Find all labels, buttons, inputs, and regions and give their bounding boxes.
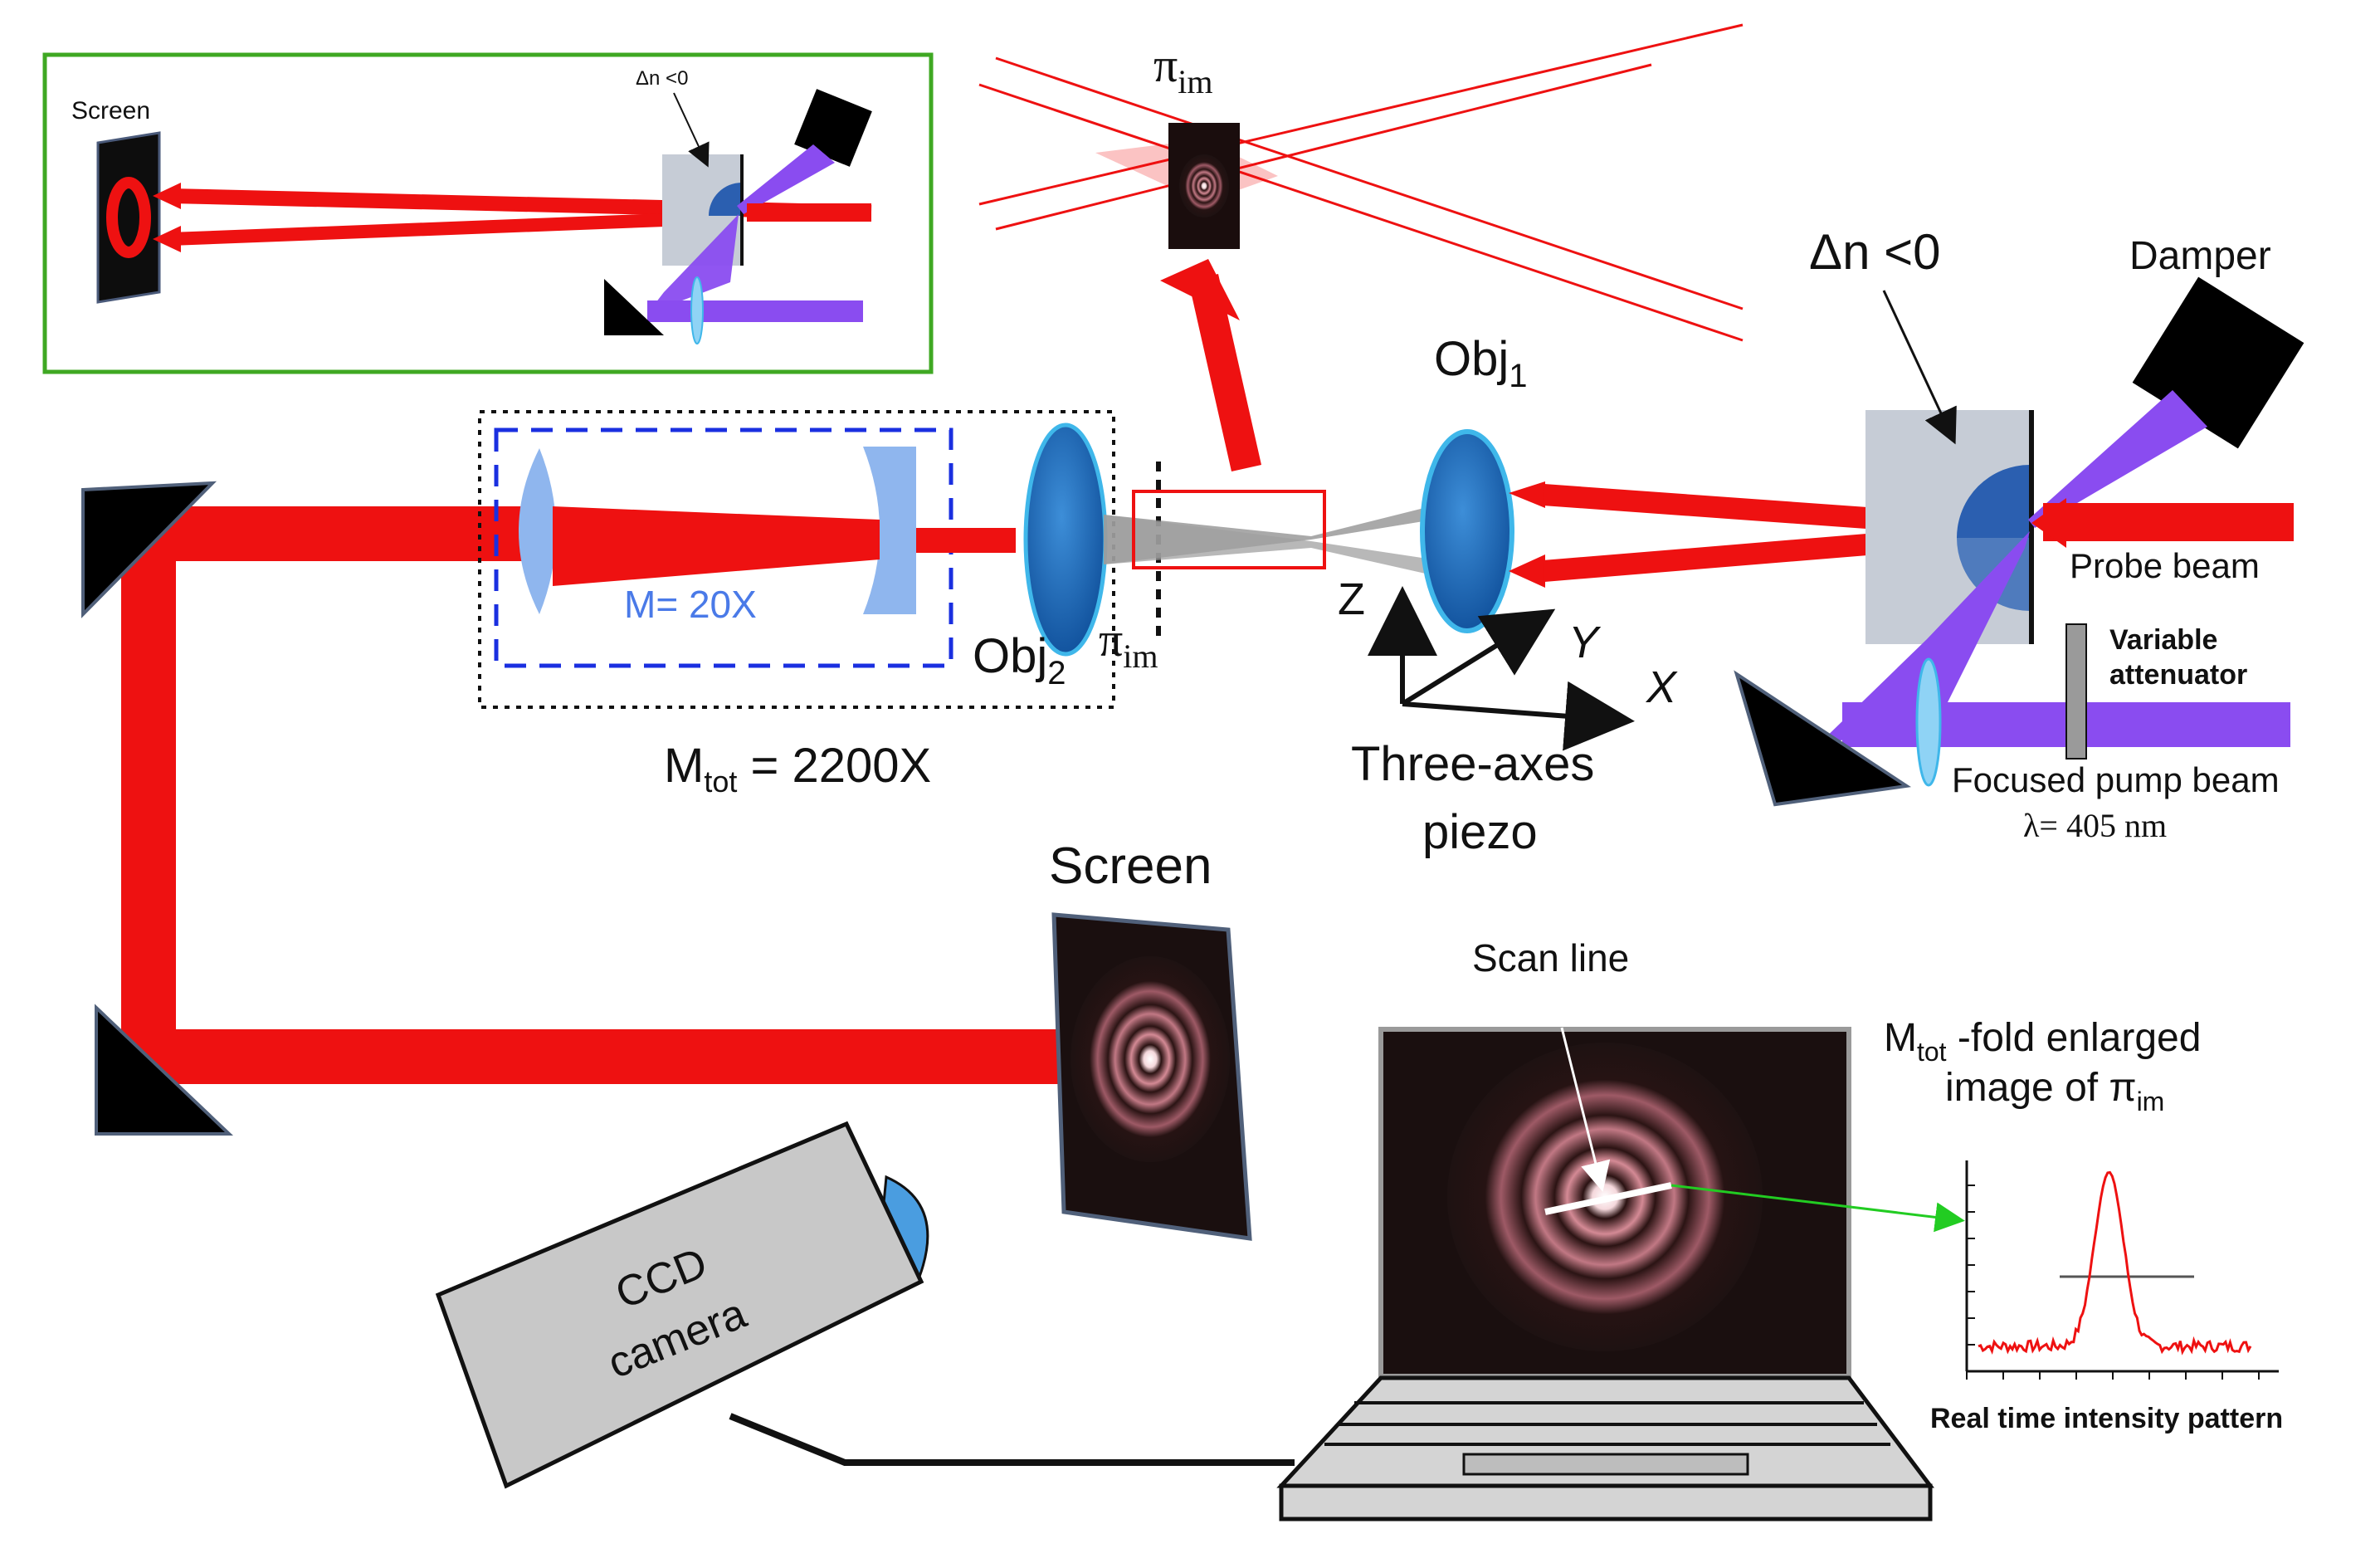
pump-mirror <box>1734 670 1911 807</box>
objective-1-lens <box>1420 429 1514 633</box>
axis-x-label: X <box>1645 662 1678 712</box>
inset-lens-half <box>709 183 742 216</box>
piezo-axes: Z Y X Three-axes piezo <box>1338 574 1678 859</box>
main-beam-path: M= 20X Obj2 πim Obj1 <box>81 332 2030 1136</box>
damper-label: Damper <box>2129 234 2271 278</box>
piezo-label-2: piezo <box>1422 805 1538 859</box>
inset-screen-label: Screen <box>71 97 150 125</box>
inset-pump-beam <box>647 300 863 322</box>
sample-lens-upper <box>1957 465 2030 538</box>
wavelength-label: λ= 405 nm <box>2023 807 2167 844</box>
inset-pump-to-damper <box>737 144 835 214</box>
pi-im-arrow-head <box>1160 259 1240 320</box>
focused-pump-label: Focused pump beam <box>1952 760 2280 799</box>
inset-screen <box>96 131 161 304</box>
axis-y-line <box>1401 608 1556 706</box>
scan-line-label: Scan line <box>1472 936 1629 979</box>
axis-x-line <box>1402 681 1635 751</box>
intensity-profile-curve <box>1978 1170 2252 1356</box>
focus-cone-gray-2 <box>1104 515 1444 578</box>
objective-1-label: Obj1 <box>1434 332 1528 394</box>
objective-2-lens <box>1023 423 1108 657</box>
mtot-label: Mtot = 2200X <box>664 739 931 799</box>
scan-line-pointer <box>1560 1027 1611 1192</box>
main-screen: Screen <box>1049 838 1252 1241</box>
pump-lens <box>1915 657 1942 787</box>
inset-pump-focus <box>647 214 739 314</box>
beam-bottom-horizontal <box>121 1029 1117 1084</box>
laptop-front-edge <box>1279 1483 1933 1522</box>
zoom-ray-3 <box>995 63 1652 231</box>
axis-z-label: Z <box>1338 574 1365 624</box>
variable-attenuator <box>2065 623 2087 760</box>
plot-x-ticks <box>1966 1371 2260 1380</box>
variable-attenuator-label-2: attenuator <box>2109 659 2247 691</box>
probe-input-beam <box>2043 503 2294 541</box>
ccd-camera: CCD camera <box>435 1121 1295 1489</box>
inset-dn-pointer <box>673 92 710 168</box>
axis-y-label: Y <box>1568 618 1602 667</box>
probe-arrowhead-upper <box>1509 481 1545 508</box>
inset-panel: Screen Δn <0 <box>42 52 934 374</box>
pi-im-mid-label: πim <box>1099 613 1158 675</box>
intensity-caption: Real time intensity pattern <box>1930 1403 2283 1434</box>
inset-ring <box>106 177 151 258</box>
screen-ring-pattern <box>1071 956 1230 1162</box>
dn-main-label: Δn <0 <box>1809 224 1941 280</box>
probe-input-arrowhead <box>2031 498 2066 548</box>
enlarged-label-2: image of πim <box>1945 1066 2164 1116</box>
laptop: Scan line <box>1276 936 1965 1522</box>
pi-im-top-label: πim <box>1153 38 1213 100</box>
objective-2-label: Obj2 <box>973 629 1066 691</box>
laptop-touchpad <box>1462 1453 1749 1476</box>
enlarged-label-1: Mtot -fold enlarged <box>1884 1016 2201 1067</box>
inset-arrowhead-upper <box>153 183 181 209</box>
plot-y-ticks <box>1967 1185 1975 1372</box>
magnification-label: M= 20X <box>624 583 757 626</box>
pi-im-arrow-shaft <box>1188 274 1261 471</box>
beam-vertical-left <box>121 506 176 1071</box>
inset-probe-beam-lower <box>169 211 731 246</box>
camera-body <box>435 1121 924 1489</box>
zoom-region-box <box>1132 490 1326 569</box>
dn-main-pointer <box>1882 290 1957 445</box>
zoom-ray-1 <box>978 83 1744 342</box>
mirror-bottom-left <box>95 1004 234 1136</box>
intensity-plot: Mtot -fold enlarged image of πim Real ti… <box>1884 1016 2283 1434</box>
inset-pump-lens <box>690 276 704 344</box>
zoom-ray-4 <box>995 56 1744 310</box>
inset-mirror <box>604 279 664 335</box>
sample-assembly: Δn <0 Damper Probe beam Variable attenua… <box>1734 224 2304 844</box>
telescope-lens-concave <box>863 447 916 614</box>
inset-arrowhead-lower <box>153 226 181 252</box>
image-plane-zoom: πim <box>978 23 1744 471</box>
piezo-label-1: Three-axes <box>1351 737 1594 791</box>
beam-top-horizontal <box>121 506 553 561</box>
probe-arrowhead-lower <box>1509 554 1545 588</box>
telescope-beam-cone <box>553 506 880 586</box>
inset-dn-label: Δn <0 <box>636 67 688 90</box>
zoom-ray-2 <box>978 23 1744 206</box>
laptop-scan-line <box>1544 1182 1672 1215</box>
screen-main-label: Screen <box>1049 838 1212 895</box>
beam-obj2-input <box>916 528 1016 553</box>
pi-im-top-rings <box>1179 154 1229 217</box>
camera-cable <box>729 1413 1295 1466</box>
telescope-lens-convex <box>519 448 556 614</box>
mirror-top-left <box>81 481 217 618</box>
variable-attenuator-label-1: Variable <box>2109 624 2217 656</box>
probe-beam-label: Probe beam <box>2070 546 2260 585</box>
pump-to-damper <box>2028 390 2207 528</box>
scan-to-plot-arrow <box>1670 1184 1965 1233</box>
